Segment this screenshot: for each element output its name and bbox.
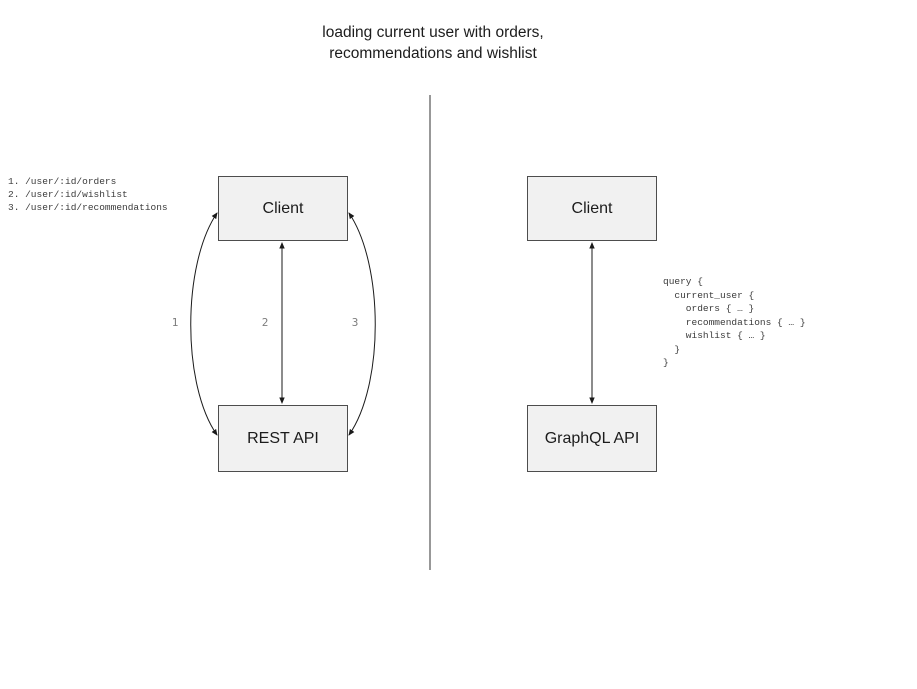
graphql-query-code: query { current_user { orders { … } reco… xyxy=(663,276,806,368)
rest-endpoints-list: 1. /user/:id/orders 2. /user/:id/wishlis… xyxy=(8,176,168,213)
graphql-api-box: GraphQL API xyxy=(527,405,657,472)
arrow-label-3: 3 xyxy=(351,316,359,329)
client-box-rest-label: Client xyxy=(262,199,304,217)
client-box-graphql: Client xyxy=(527,176,657,241)
arrow-label-2: 2 xyxy=(261,316,269,329)
rest-api-box: REST API xyxy=(218,405,348,472)
rest-arrow-1-orders xyxy=(190,212,218,436)
rest-api-box-label: REST API xyxy=(247,429,319,447)
diagram-title: loading current user with orders, recomm… xyxy=(322,24,544,62)
graphql-api-box-label: GraphQL API xyxy=(544,429,640,447)
arrow-label-1: 1 xyxy=(171,316,179,329)
client-box-graphql-label: Client xyxy=(571,199,613,217)
client-box-rest: Client xyxy=(218,176,348,241)
